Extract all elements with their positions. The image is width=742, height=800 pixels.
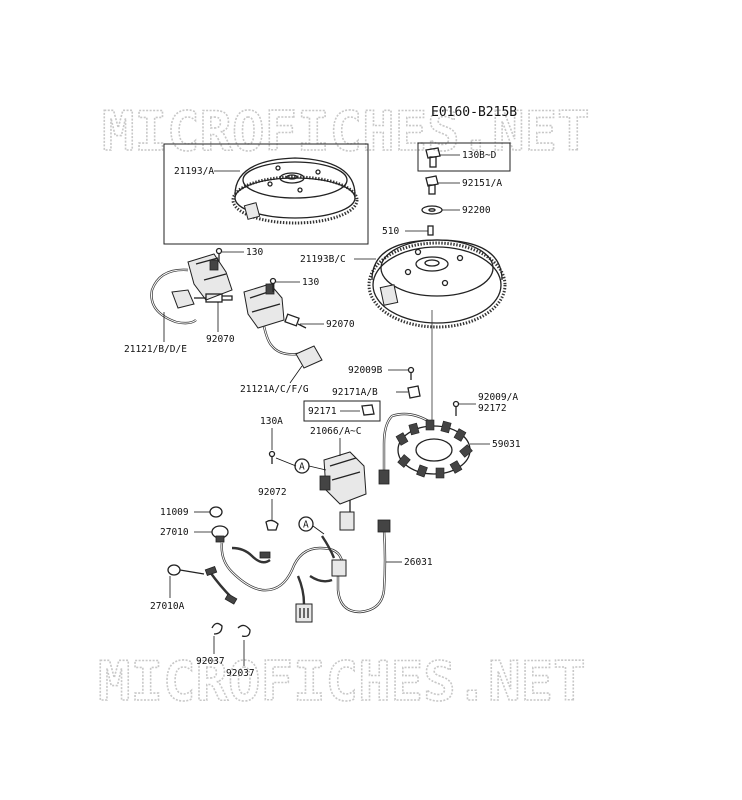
switch-27010a-group: 27010A (150, 564, 205, 612)
bolt-130b-drawing (425, 147, 441, 168)
label-130b-d: 130B~D (462, 150, 497, 161)
clip-92072-group: 92072 (258, 487, 287, 531)
screw-130-lower-group: 130 (269, 277, 319, 292)
clamp-92171-frame (303, 400, 381, 422)
label-130-upper: 130 (246, 247, 263, 258)
stator-group: 59031 (378, 412, 521, 485)
label-92072: 92072 (258, 487, 287, 498)
oring-11009-group: 11009 (160, 506, 223, 518)
flywheel-a-frame (163, 143, 369, 245)
regulator-group: 21066/A~C (310, 426, 367, 531)
wire-harness-drawing (204, 519, 391, 623)
label-130a: 130A (260, 416, 283, 427)
label-92171a-b: 92171A/B (332, 387, 378, 398)
label-92037-left: 92037 (196, 656, 225, 667)
label-92070-left: 92070 (206, 334, 235, 345)
key-510-group: 510 (382, 225, 434, 237)
label-21193-a: 21193/A (174, 166, 214, 177)
bolt-92009b-group: 92009B (348, 365, 415, 380)
callout-a-upper: A (294, 458, 327, 474)
svg-text:A: A (299, 462, 305, 473)
label-92171: 92171 (308, 406, 337, 417)
label-92037-right: 92037 (226, 668, 255, 679)
spark-plug-right-group: 92070 (300, 319, 355, 330)
bolt-92151-group: 92151/A (425, 175, 502, 195)
ignition-coil-bde-group: 21121/B/D/E (124, 253, 233, 355)
spark-plug-left-group: 92070 (206, 302, 235, 345)
label-92172: 92172 (478, 403, 507, 414)
bolt-130b-frame (417, 142, 511, 172)
watermark-bottom: MICROFICHES.NET (98, 650, 586, 713)
screw-130a-group: 130A (260, 416, 297, 467)
clamp-92171-group: 92171 (303, 400, 381, 422)
ignition-coil-bde-drawing (150, 253, 233, 325)
stator-drawing (378, 412, 473, 485)
washer-92200-group: 92200 (421, 205, 491, 216)
flywheel-bc-group: 21193B/C (300, 239, 507, 329)
switch-27010-group: 27010 (160, 525, 229, 543)
wire-harness-group: 26031 (204, 519, 433, 623)
label-92009b: 92009B (348, 365, 383, 376)
label-21121a-c-f-g: 21121A/C/F/G (240, 384, 309, 395)
label-26031: 26031 (404, 557, 433, 568)
flywheel-bc-drawing (367, 239, 507, 329)
ignition-coil-acfg-group: 21121A/C/F/G (240, 283, 323, 395)
label-92200: 92200 (462, 205, 491, 216)
bolt-92009a-group: 92009/A 92172 (452, 392, 518, 416)
label-92070-right: 92070 (326, 319, 355, 330)
label-59031: 59031 (492, 439, 521, 450)
regulator-drawing (319, 451, 367, 531)
flywheel-a-group: 21193/A (163, 143, 369, 245)
label-510: 510 (382, 226, 399, 237)
label-11009: 11009 (160, 507, 189, 518)
watermark-top: MICROFICHES.NET (102, 100, 590, 163)
diagram-code: E0160-B215B (431, 105, 517, 120)
label-92009-a: 92009/A (478, 392, 518, 403)
callout-a-lower: A (298, 516, 325, 535)
clip-92037-left-group: 92037 (196, 622, 225, 667)
screw-130-upper-group: 130 (215, 247, 263, 262)
bolt-130b-group: 130B~D (417, 142, 511, 172)
label-27010a: 27010A (150, 601, 185, 612)
label-92151-a: 92151/A (462, 178, 502, 189)
clip-92037-right-group: 92037 (226, 624, 255, 679)
label-27010: 27010 (160, 527, 189, 538)
label-130-lower: 130 (302, 277, 319, 288)
ignition-coil-acfg-drawing (243, 283, 323, 369)
flywheel-a-drawing (231, 157, 359, 225)
label-21193b-c: 21193B/C (300, 254, 346, 265)
label-21121-b-d-e: 21121/B/D/E (124, 344, 187, 355)
label-21066-a-c: 21066/A~C (310, 426, 361, 437)
clamp-92171ab-group: 92171A/B (332, 385, 421, 399)
svg-text:A: A (303, 520, 309, 531)
